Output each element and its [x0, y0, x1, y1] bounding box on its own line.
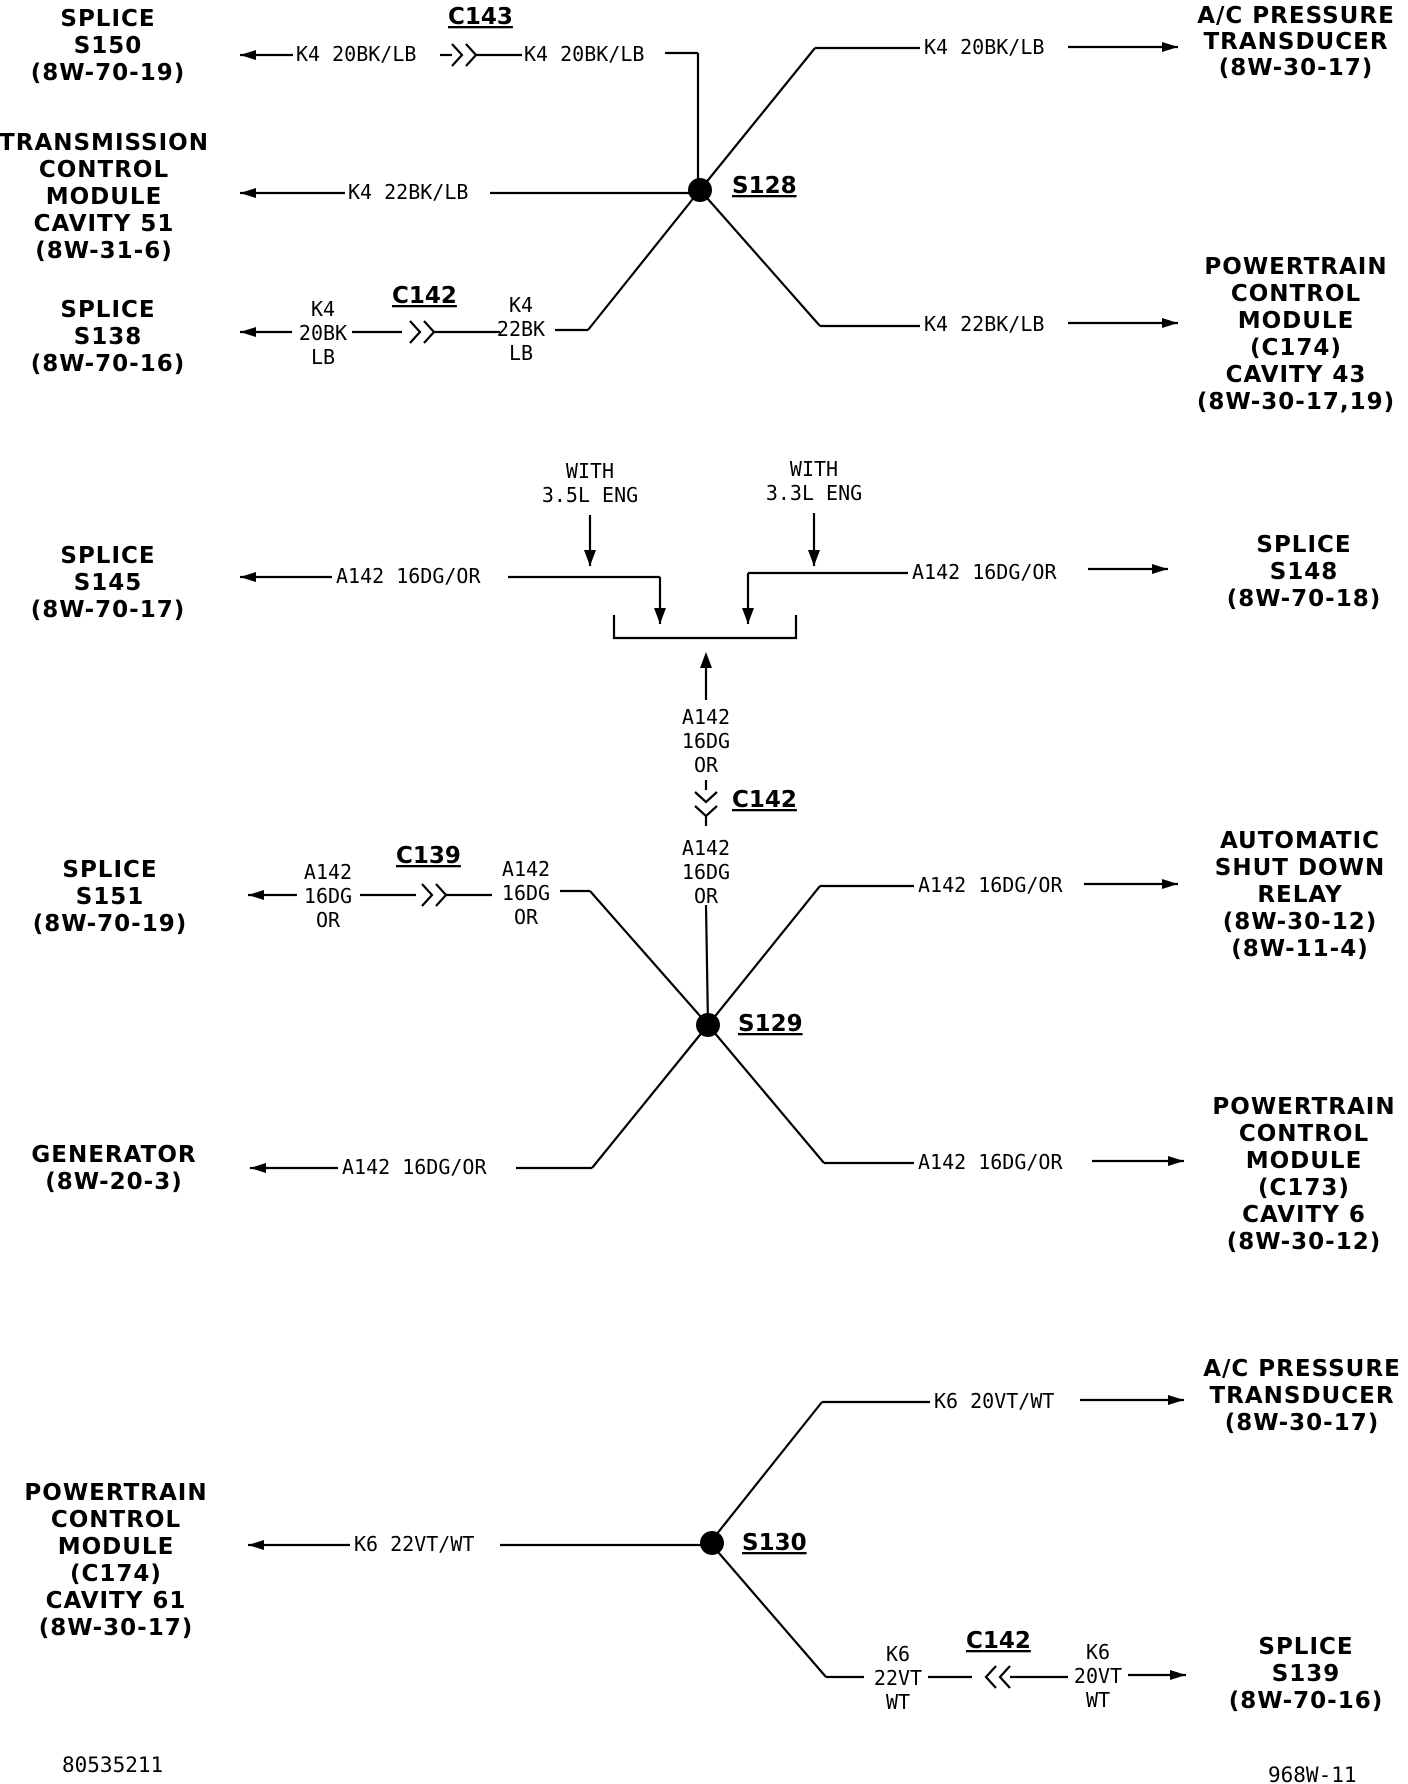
splice-label-s129: S129	[738, 1011, 803, 1037]
splice-label-s128: S128	[732, 173, 797, 199]
wire-label-a142-s145: A142 16DG/OR	[336, 564, 481, 588]
wire-label-a142-generator: A142 16DG/OR	[342, 1155, 487, 1179]
wire-label-a142-pcm: A142 16DG/OR	[918, 1150, 1063, 1174]
wire-label-k6-pcm: K6 22VT/WT	[354, 1532, 474, 1556]
connector-label-c142-bottom: C142	[966, 1628, 1031, 1654]
wire-label-k6-ac: K6 20VT/WT	[934, 1389, 1054, 1413]
wire-label-k4-tcm: K4 22BK/LB	[348, 180, 468, 204]
splice-s128-dot	[688, 178, 712, 202]
connector-label-c142-mid: C142	[732, 787, 797, 813]
splice-s129-dot	[696, 1013, 720, 1037]
splice-label-s130: S130	[742, 1530, 807, 1556]
wire-label-k4-c143: K4 20BK/LB	[524, 42, 644, 66]
footer-left-code: 80535211	[62, 1753, 163, 1777]
footer-right-code: 968W-11	[1268, 1763, 1357, 1784]
wire-label-k4-s150: K4 20BK/LB	[296, 42, 416, 66]
connector-label-c143: C143	[448, 4, 513, 30]
wire-label-a142-s148: A142 16DG/OR	[912, 560, 1057, 584]
wire-label-a142-asd: A142 16DG/OR	[918, 873, 1063, 897]
wire-label-k4-ac: K4 20BK/LB	[924, 35, 1044, 59]
connector-label-c142-top: C142	[392, 283, 457, 309]
wire-label-k4-pcm: K4 22BK/LB	[924, 312, 1044, 336]
component-label-generator: GENERATOR(8W-20-3)	[31, 1142, 196, 1195]
splice-s130-dot	[700, 1531, 724, 1555]
connector-label-c139: C139	[396, 843, 461, 869]
